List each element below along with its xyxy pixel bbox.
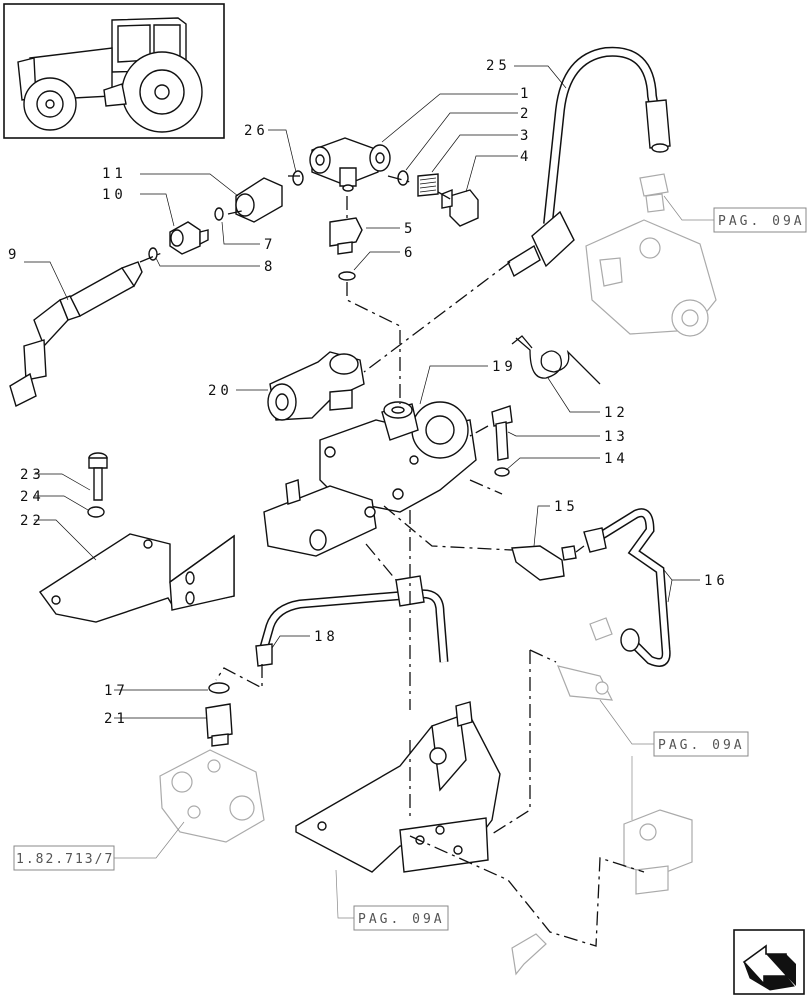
leader-lines	[24, 65, 714, 919]
spring-3	[417, 173, 439, 197]
callout-6: 6	[404, 245, 416, 261]
fitting-ghost-right	[557, 617, 614, 701]
bolt-4	[441, 188, 479, 227]
bolt-23	[88, 452, 108, 501]
ref-pag-top[interactable]: PAG. 09A	[713, 207, 807, 233]
callout-11: 11	[102, 166, 127, 182]
oring-17	[208, 682, 230, 694]
solenoid-ghost	[511, 809, 693, 976]
tractor-thumbnail-icon[interactable]	[3, 3, 225, 139]
oring-6	[338, 271, 356, 281]
valve-lower-body	[263, 479, 377, 557]
callout-3: 3	[520, 128, 532, 144]
valve-ghost-bottom-left	[159, 749, 265, 843]
ref-pag-bottom[interactable]: PAG. 09A	[353, 905, 449, 931]
mounting-bracket	[295, 701, 501, 873]
tee-fitting-20	[267, 351, 365, 421]
callout-5: 5	[404, 221, 416, 237]
callout-14: 14	[604, 451, 629, 467]
callout-19: 19	[492, 359, 517, 375]
nut-10	[169, 221, 209, 255]
callout-21: 21	[104, 711, 129, 727]
callout-1: 1	[520, 86, 532, 102]
ref-pag-top-label: PAG. 09A	[718, 214, 805, 229]
callout-18: 18	[314, 629, 339, 645]
callout-7: 7	[264, 237, 276, 253]
callout-13: 13	[604, 429, 629, 445]
washer-7	[214, 207, 224, 221]
callout-17: 17	[104, 683, 129, 699]
callout-9: 9	[8, 247, 20, 263]
elbow-15	[511, 545, 577, 581]
callout-24: 24	[20, 489, 45, 505]
callout-16: 16	[704, 573, 729, 589]
callout-23: 23	[20, 467, 45, 483]
callout-8: 8	[264, 259, 276, 275]
callouts: 1 2 3 4 5 6 7 8 9 10 11 12 13 14 15 16 1…	[8, 58, 729, 727]
nipple-5	[329, 217, 363, 255]
washer-14	[494, 467, 510, 477]
ref-section-label: 1.82.713/7	[16, 852, 114, 867]
ref-section[interactable]: 1.82.713/7	[13, 845, 115, 871]
connection-lines	[139, 175, 645, 947]
pipe-16	[583, 508, 671, 667]
ref-pag-bottom-label: PAG. 09A	[358, 912, 445, 927]
union-fitting-11	[235, 177, 283, 223]
ref-pag-mid[interactable]: PAG. 09A	[653, 731, 749, 757]
next-page-arrow-icon[interactable]	[733, 929, 805, 995]
callout-4: 4	[520, 149, 532, 165]
connector-9	[9, 261, 143, 407]
spring-clip-12	[511, 335, 601, 385]
valve-ghost-top-right	[585, 219, 717, 337]
washer-24	[87, 506, 105, 518]
callout-15: 15	[554, 499, 579, 515]
callout-10: 10	[102, 187, 127, 203]
fitting-top-right	[639, 173, 669, 213]
tee-fitting	[309, 137, 391, 192]
hose-25	[507, 46, 671, 278]
washer-26	[292, 170, 304, 186]
callout-20: 20	[208, 383, 233, 399]
bolt-13	[491, 405, 513, 461]
washer-2	[397, 170, 409, 186]
callout-26: 26	[244, 123, 269, 139]
fitting-21	[205, 703, 233, 747]
valve-body-19	[319, 401, 477, 513]
ref-pag-mid-label: PAG. 09A	[658, 738, 745, 753]
callout-2: 2	[520, 106, 532, 122]
callout-22: 22	[20, 513, 45, 529]
callout-25: 25	[486, 58, 511, 74]
pipe-18	[255, 575, 449, 667]
callout-12: 12	[604, 405, 629, 421]
bracket-22	[38, 533, 235, 623]
